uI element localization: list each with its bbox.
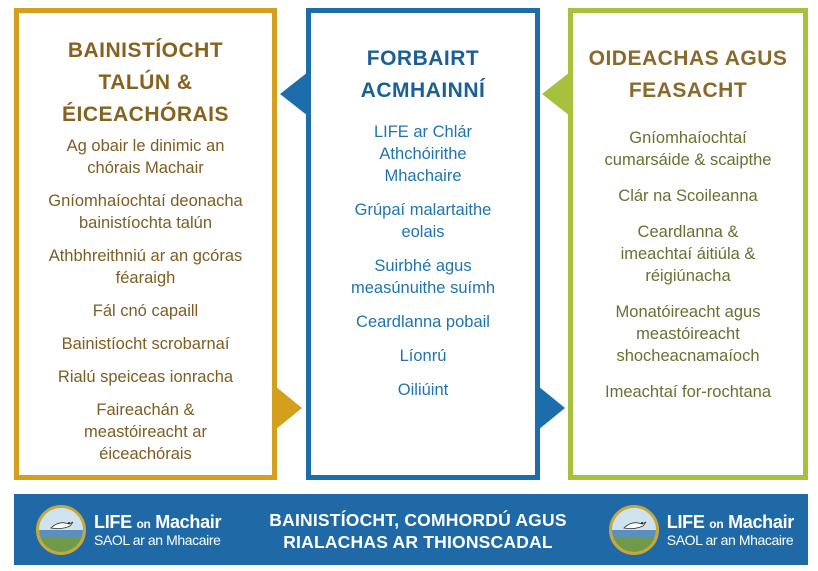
arrow-right-icon	[538, 386, 565, 430]
logo-name: LIFE on Machair	[94, 511, 222, 532]
arrow-left-icon	[280, 72, 308, 116]
list-item: Rialú speiceas ionracha	[57, 368, 234, 386]
resource-development-list: LIFE ar Chlár Athchóirithe Mhachaire Grú…	[311, 121, 535, 413]
list-item: Grúpaí malartaithe eolais	[354, 201, 492, 241]
list-item: Gníomhaíochtaí deonacha bainistíochta ta…	[48, 192, 243, 232]
resource-development-title: FORBAIRT ACMHAINNÍ	[360, 47, 486, 102]
list-item: Ag obair le dinimic an chórais Machair	[66, 137, 225, 177]
life-on-machair-logo: LIFE on Machair SAOL ar an Mhacaire	[608, 504, 795, 555]
banner-title: BAINISTÍOCHT, COMHORDÚ AGUS RIALACHAS AR…	[269, 510, 567, 552]
list-item: Faireachán & meastóireacht ar éiceachóra…	[84, 401, 207, 463]
logo-subtitle: SAOL ar an Mhacaire	[94, 531, 221, 548]
land-ecosystem-management-title: BAINISTÍOCHT TALÚN & ÉICEACHÓRAIS	[61, 39, 230, 126]
list-item: Fál cnó capaill	[92, 302, 199, 320]
project-management-banner: LIFE on Machair SAOL ar an Mhacaire BAIN…	[14, 494, 808, 565]
land-ecosystem-management-panel: BAINISTÍOCHT TALÚN & ÉICEACHÓRAIS Ag oba…	[14, 8, 277, 480]
machair-badge-icon	[36, 504, 86, 555]
list-item: Athbhreithniú ar an gcóras féaraigh	[48, 247, 243, 287]
list-item: Suirbhé agus measúnuithe suímh	[351, 257, 495, 297]
list-item: Bainistíocht scrobarnaí	[61, 335, 230, 353]
arrow-right-icon	[275, 386, 302, 430]
machair-badge-icon	[608, 504, 659, 555]
education-awareness-list: Gníomhaíochtaí cumarsáide & scaipthe Clá…	[573, 127, 803, 417]
list-item: Oiliúint	[397, 381, 449, 399]
education-awareness-title: OIDEACHAS AGUS FEASACHT	[588, 47, 788, 102]
logo-subtitle: SAOL ar an Mhacaire	[666, 531, 794, 548]
resource-development-panel: FORBAIRT ACMHAINNÍ LIFE ar Chlár Athchói…	[306, 8, 540, 480]
list-item: Monatóireacht agus meastóireacht shochea…	[615, 303, 761, 365]
list-item: Gníomhaíochtaí cumarsáide & scaipthe	[604, 129, 772, 169]
list-item: Ceardlanna pobail	[356, 313, 490, 331]
arrow-left-icon	[542, 72, 570, 116]
life-on-machair-logo: LIFE on Machair SAOL ar an Mhacaire	[36, 504, 222, 555]
logo-name: LIFE on Machair	[666, 511, 795, 532]
list-item: LIFE ar Chlár Athchóirithe Mhachaire	[373, 123, 473, 185]
list-item: Clár na Scoileanna	[618, 187, 758, 205]
education-awareness-panel: OIDEACHAS AGUS FEASACHT Gníomhaíochtaí c…	[568, 8, 808, 480]
list-item: Imeachtaí for-rochtana	[605, 383, 771, 401]
list-item: Líonrú	[399, 347, 447, 365]
list-item: Ceardlanna & imeachtaí áitiúla & réigiún…	[620, 223, 756, 285]
land-ecosystem-management-list: Ag obair le dinimic an chórais Machair G…	[19, 135, 272, 476]
